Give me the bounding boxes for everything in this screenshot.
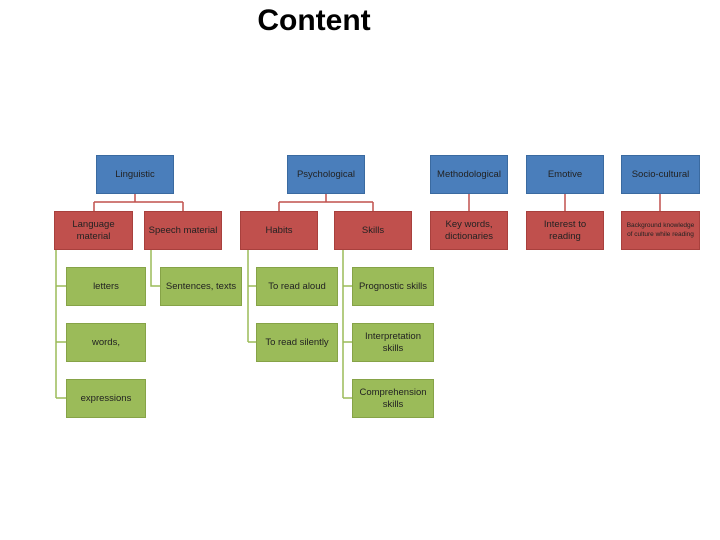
leaf-letters: letters xyxy=(66,267,146,306)
leaf-read-silently: To read silently xyxy=(256,323,338,362)
category-methodological: Methodological xyxy=(430,155,508,194)
leaf-words: words, xyxy=(66,323,146,362)
leaf-expressions: expressions xyxy=(66,379,146,418)
subcategory-skills: Skills xyxy=(334,211,412,250)
leaf-sentences: Sentences, texts xyxy=(160,267,242,306)
category-psychological: Psychological xyxy=(287,155,365,194)
subcategory-background: Background knowledge of culture while re… xyxy=(621,211,700,250)
subcategory-language-material: Language material xyxy=(54,211,133,250)
leaf-read-aloud: To read aloud xyxy=(256,267,338,306)
leaf-comprehension: Comprehension skills xyxy=(352,379,434,418)
subcategory-key-words: Key words, dictionaries xyxy=(430,211,508,250)
subcategory-speech-material: Speech material xyxy=(144,211,222,250)
subcategory-habits: Habits xyxy=(240,211,318,250)
category-emotive: Emotive xyxy=(526,155,604,194)
subcategory-interest: Interest to reading xyxy=(526,211,604,250)
leaf-prognostic: Prognostic skills xyxy=(352,267,434,306)
leaf-interpretation: Interpretation skills xyxy=(352,323,434,362)
page-title: Content xyxy=(257,4,371,37)
category-sociocultural: Socio-cultural xyxy=(621,155,700,194)
category-linguistic: Linguistic xyxy=(96,155,174,194)
